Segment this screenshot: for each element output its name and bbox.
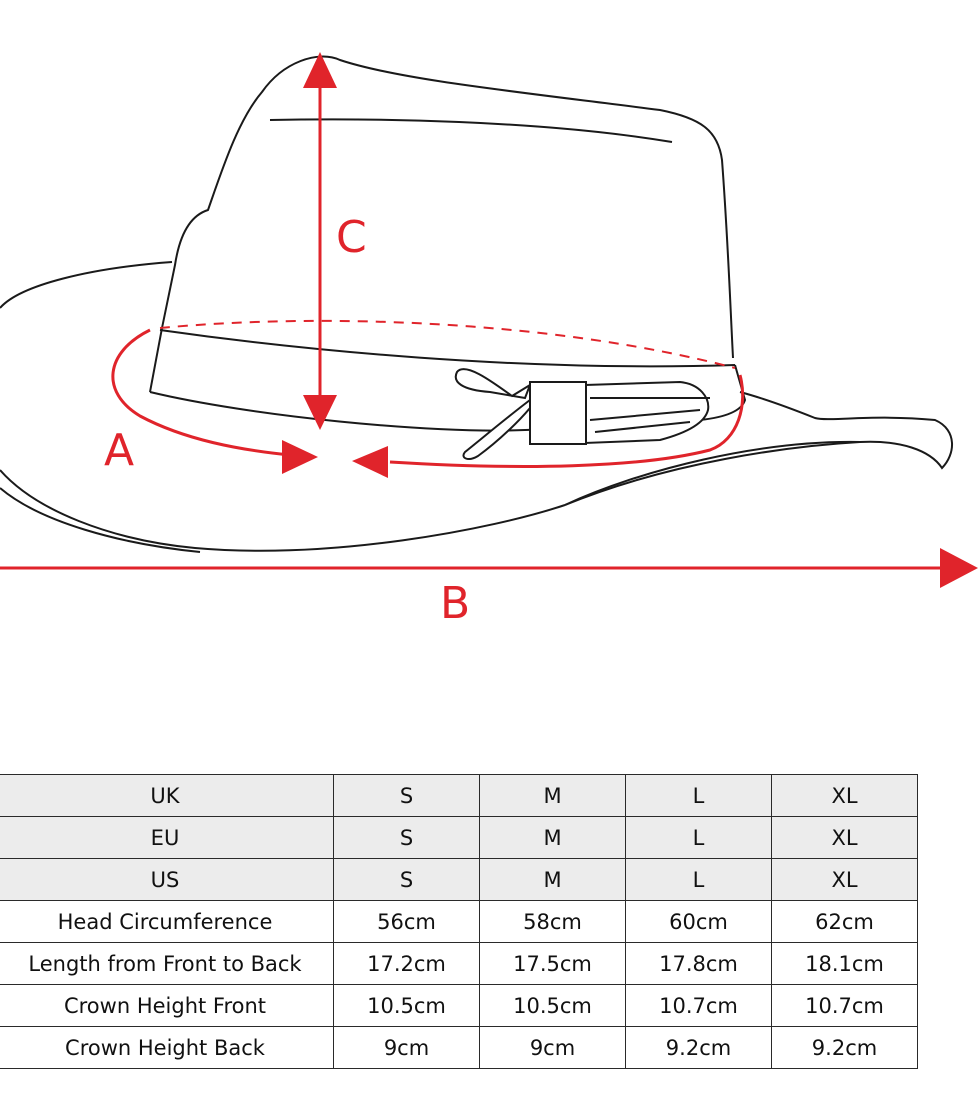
table-row: UK S M L XL xyxy=(0,774,918,817)
b-arrow xyxy=(0,548,978,588)
row-label: Head Circumference xyxy=(0,900,334,943)
cell-value: S xyxy=(333,774,480,817)
cell-value: L xyxy=(625,774,772,817)
row-label: US xyxy=(0,858,334,901)
cell-value: 18.1cm xyxy=(771,942,918,985)
label-c: C xyxy=(336,212,367,263)
row-label: Crown Height Back xyxy=(0,1026,334,1069)
row-label: EU xyxy=(0,816,334,859)
cell-value: 56cm xyxy=(333,900,480,943)
hat-bow xyxy=(454,368,710,460)
cell-value: 60cm xyxy=(625,900,772,943)
a-arrowhead-left xyxy=(282,440,318,474)
a-arrow xyxy=(111,328,745,468)
table-row: Crown Height Front 10.5cm 10.5cm 10.7cm … xyxy=(0,984,918,1027)
cell-value: 10.5cm xyxy=(479,984,626,1027)
cell-value: 9.2cm xyxy=(625,1026,772,1069)
cell-value: 17.8cm xyxy=(625,942,772,985)
table-row: EU S M L XL xyxy=(0,816,918,859)
a-arrowhead-right xyxy=(352,446,388,478)
cell-value: M xyxy=(479,816,626,859)
cell-value: L xyxy=(625,816,772,859)
cell-value: 10.5cm xyxy=(333,984,480,1027)
cell-value: XL xyxy=(771,816,918,859)
cell-value: 17.5cm xyxy=(479,942,626,985)
cell-value: XL xyxy=(771,858,918,901)
label-b: B xyxy=(440,578,470,629)
cell-value: S xyxy=(333,816,480,859)
cell-value: 9cm xyxy=(479,1026,626,1069)
cell-value: L xyxy=(625,858,772,901)
cell-value: M xyxy=(479,858,626,901)
table-row: Length from Front to Back 17.2cm 17.5cm … xyxy=(0,942,918,985)
cell-value: XL xyxy=(771,774,918,817)
brow-dashed-line xyxy=(159,319,736,369)
c-arrow xyxy=(303,52,337,430)
hat-brim xyxy=(0,261,954,553)
cell-value: M xyxy=(479,774,626,817)
cell-value: 10.7cm xyxy=(625,984,772,1027)
row-label: Length from Front to Back xyxy=(0,942,334,985)
cell-value: S xyxy=(333,858,480,901)
table-row: Crown Height Back 9cm 9cm 9.2cm 9.2cm xyxy=(0,1026,918,1069)
row-label: UK xyxy=(0,774,334,817)
cell-value: 58cm xyxy=(479,900,626,943)
row-label: Crown Height Front xyxy=(0,984,334,1027)
cell-value: 10.7cm xyxy=(771,984,918,1027)
cell-value: 62cm xyxy=(771,900,918,943)
table-row: Head Circumference 56cm 58cm 60cm 62cm xyxy=(0,900,918,943)
cell-value: 9.2cm xyxy=(771,1026,918,1069)
cell-value: 17.2cm xyxy=(333,942,480,985)
hat-crown xyxy=(149,55,747,432)
label-a: A xyxy=(104,425,134,476)
table-row: US S M L XL xyxy=(0,858,918,901)
hat-diagram: C A B xyxy=(0,52,978,629)
size-chart-table: UK S M L XL EU S M L XL US S M L XL Head… xyxy=(0,774,918,1069)
cell-value: 9cm xyxy=(333,1026,480,1069)
